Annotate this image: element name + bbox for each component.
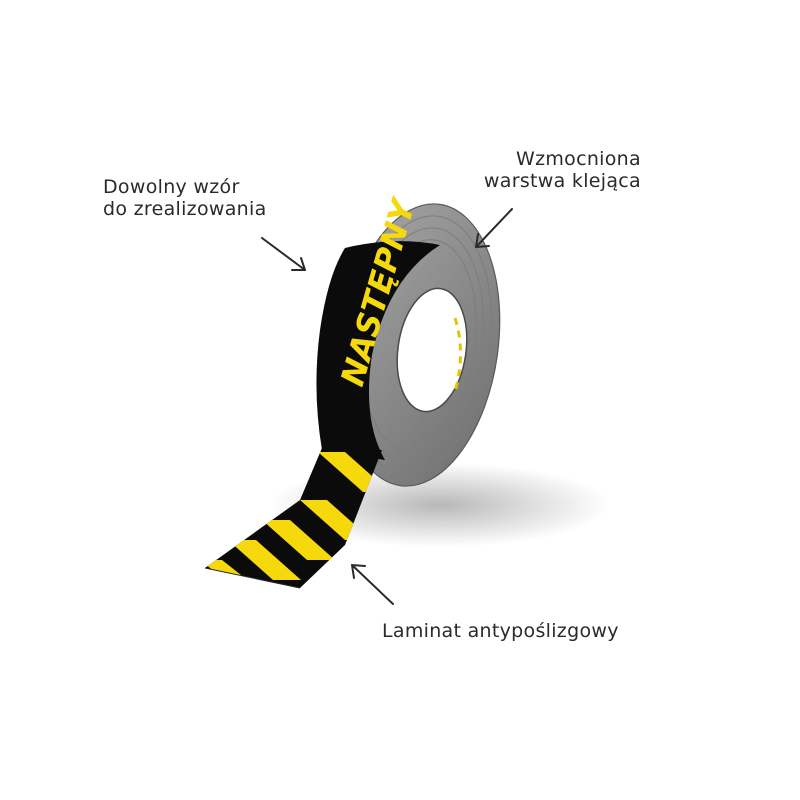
annotation-adhesive-line1: Wzmocniona <box>516 148 641 170</box>
annotation-pattern-line1: Dowolny wzór <box>103 176 240 198</box>
annotation-pattern: Dowolny wzór do zrealizowania <box>103 176 267 220</box>
arrow-laminate-icon <box>351 564 394 605</box>
arrow-pattern-icon <box>261 237 306 271</box>
annotation-adhesive-line2: warstwa klejąca <box>483 170 641 192</box>
tape-roll-outer-band <box>316 241 440 460</box>
core-stripe-edge <box>453 317 462 393</box>
annotation-laminate-text: Laminat antypoślizgowy <box>382 620 619 642</box>
tape-core-hole <box>396 287 468 413</box>
annotation-pattern-line2: do zrealizowania <box>103 198 267 220</box>
annotation-adhesive: Wzmocniona warstwa klejąca <box>466 148 641 192</box>
arrow-adhesive-icon <box>475 208 513 248</box>
annotation-laminate: Laminat antypoślizgowy <box>382 620 619 642</box>
